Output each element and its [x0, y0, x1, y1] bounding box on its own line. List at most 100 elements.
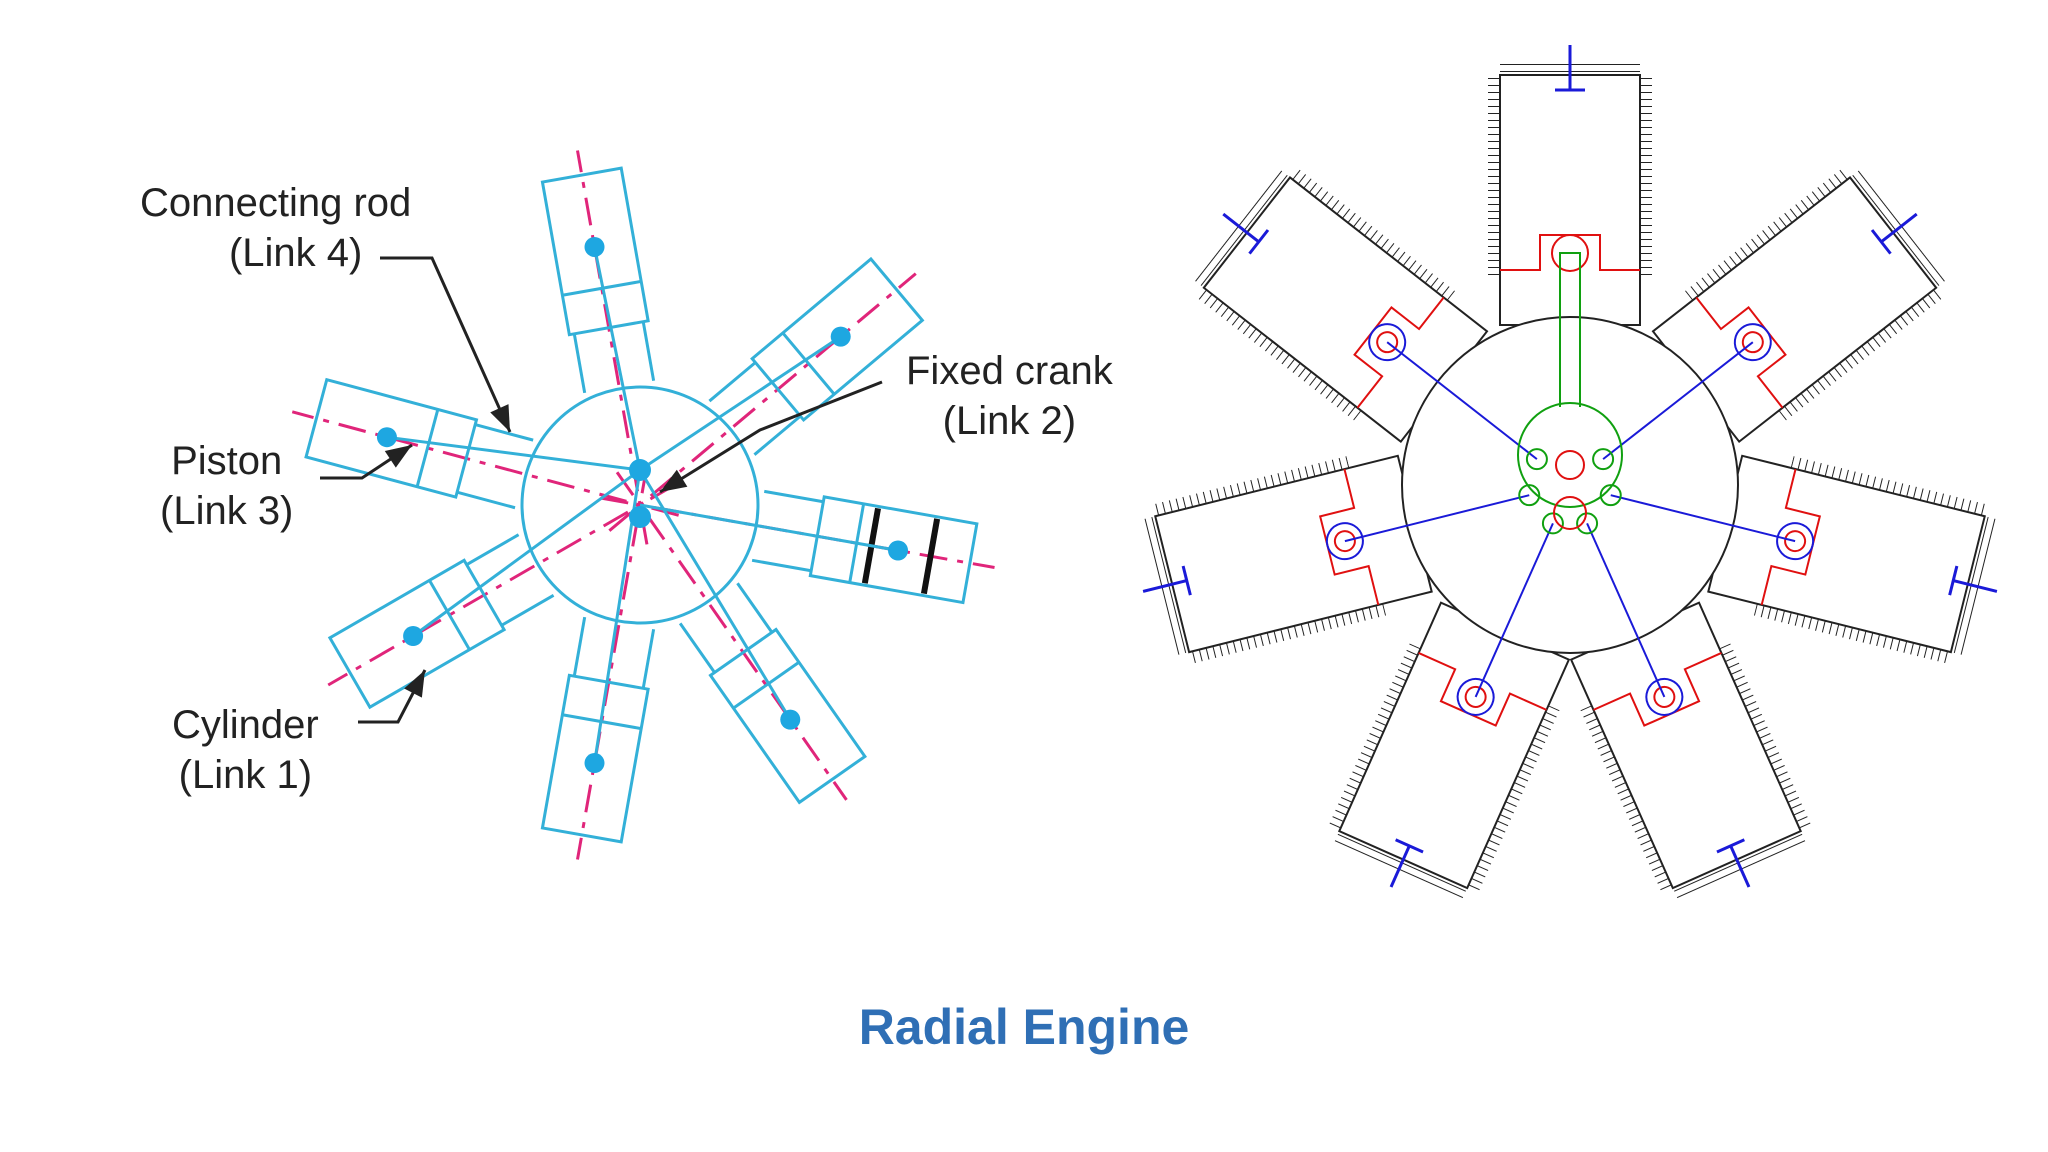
piston-pin-5 — [403, 626, 424, 646]
piston-pin-3 — [780, 709, 801, 730]
valve-rod-2 — [1952, 579, 1998, 593]
cylinder-wall-5 — [327, 558, 507, 710]
link-pin-4 — [1541, 512, 1564, 535]
label-cylinder-name: Cylinder — [172, 703, 319, 747]
cylinder-neck-a-5 — [500, 594, 555, 627]
piston-2 — [1760, 468, 1822, 606]
link-pin-3 — [1576, 512, 1599, 535]
label-connecting-rod: Connecting rod (Link 4) — [140, 178, 411, 278]
cylinder-1 — [708, 256, 925, 456]
piston-top-5 — [428, 579, 471, 651]
cylinder-fins-b-4 — [1328, 643, 1421, 832]
label-piston-name: Piston — [171, 439, 283, 483]
cylinder-neck-b-3 — [678, 622, 716, 674]
master-pin — [629, 459, 651, 481]
valve-rod-1 — [1880, 212, 1918, 243]
cylinder-neck-a-3 — [736, 582, 774, 634]
master-rod — [1517, 252, 1623, 535]
center-line-4 — [576, 465, 649, 860]
leader-cylinder-arrow — [404, 670, 425, 698]
wrist-pin-0 — [1551, 234, 1589, 272]
crankcase — [1401, 316, 1739, 654]
cylinder-wall-6 — [304, 377, 479, 499]
cylinder-fins-b-2 — [1753, 603, 1951, 664]
rod-5 — [412, 468, 641, 638]
piston-pin-6 — [376, 427, 397, 448]
leader-connecting-rod — [380, 256, 512, 433]
cylinder-fins-a-6 — [1196, 287, 1362, 421]
center-line-6 — [291, 410, 680, 517]
piston-pin-0 — [584, 236, 605, 257]
cylinders — [1142, 45, 1998, 899]
radial-engine-drawing — [1142, 45, 1998, 899]
leader-connecting-rod-arrow — [490, 404, 510, 432]
link-rod-6 — [1386, 341, 1538, 460]
cylinder-3 — [678, 582, 868, 805]
leader-fixed-crank — [659, 380, 883, 494]
cylinder-wall-3 — [708, 627, 868, 805]
cylinder-3 — [1569, 601, 1812, 899]
rod-3 — [638, 469, 792, 721]
cylinder-barrel-5 — [1154, 454, 1433, 654]
pin-joints — [376, 236, 909, 774]
piston-pin-4 — [584, 753, 605, 774]
rod-2 — [639, 503, 899, 552]
cylinder-neck-b-6 — [474, 423, 534, 442]
cylinder-neck-a-6 — [456, 490, 516, 510]
cylinder-fins-a-4 — [1467, 705, 1560, 893]
label-cylinder: Cylinder (Link 1) — [172, 700, 319, 800]
cylinder-6 — [304, 377, 534, 510]
link-pin-2 — [1599, 484, 1622, 507]
cylinder-fins-b-0 — [1640, 75, 1652, 275]
leader-fixed-crank-arrow — [660, 469, 688, 492]
cylinder-fins-b-6 — [1290, 167, 1456, 301]
cylinder-fins-b-1 — [1778, 287, 1944, 421]
cylinder-barrel-0 — [1499, 74, 1641, 326]
crank-pin — [629, 506, 651, 528]
crank-pin — [1555, 450, 1585, 480]
cylinder-neck-b-4 — [572, 616, 587, 677]
cylinder-neck-b-0 — [641, 321, 656, 382]
cylinder-neck-a-1 — [708, 361, 757, 403]
cylinder-neck-b-2 — [751, 558, 812, 573]
piston-top-6 — [415, 409, 440, 488]
cylinder-fins-a-3 — [1719, 643, 1812, 832]
piston-mark-b — [920, 518, 941, 595]
crankcase-outline — [1401, 316, 1739, 654]
cylinder-fins-a-0 — [1488, 75, 1500, 275]
rod-6 — [386, 435, 641, 472]
valve-rod-5 — [1142, 579, 1188, 593]
cylinder-neck-a-2 — [763, 489, 824, 504]
cylinder-fins-a-5 — [1189, 603, 1387, 664]
cylinder-neck-b-5 — [465, 533, 520, 566]
label-leaders — [320, 256, 883, 724]
piston-pin-2 — [888, 540, 909, 561]
link-rod-2 — [1610, 494, 1796, 543]
cylinder-fins-a-2 — [1790, 456, 1988, 517]
link-rod-4 — [1474, 522, 1554, 698]
crankcase-hub — [520, 385, 760, 625]
cylinder-wall-4 — [540, 673, 650, 844]
connecting-rods — [1344, 341, 1796, 698]
rod-0 — [593, 246, 642, 471]
cylinder-5 — [1142, 454, 1433, 664]
label-piston-link: (Link 3) — [160, 489, 294, 533]
valve-rod-6 — [1222, 212, 1260, 243]
crankshaft — [1553, 496, 1587, 530]
link-pin-5 — [1518, 484, 1541, 507]
link-rod-1 — [1602, 341, 1754, 460]
label-cylinder-link: (Link 1) — [178, 753, 313, 797]
piston-top-1 — [781, 331, 836, 396]
cylinder-2 — [1707, 454, 1998, 664]
master-rod-shank — [1559, 252, 1581, 407]
cylinder-0 — [1488, 45, 1652, 326]
label-fixed-crank-link: (Link 2) — [942, 399, 1077, 443]
cylinder-1 — [1651, 167, 1946, 444]
link-rod-5 — [1344, 494, 1530, 543]
cylinder-fins-b-3 — [1580, 705, 1673, 893]
radial-engine-schematic — [291, 150, 995, 860]
label-connecting-rod-name: Connecting rod — [140, 181, 412, 225]
label-fixed-crank-name: Fixed crank — [906, 349, 1113, 393]
master-rod-big-end — [1517, 402, 1623, 508]
cylinder-neck-a-4 — [641, 628, 656, 689]
